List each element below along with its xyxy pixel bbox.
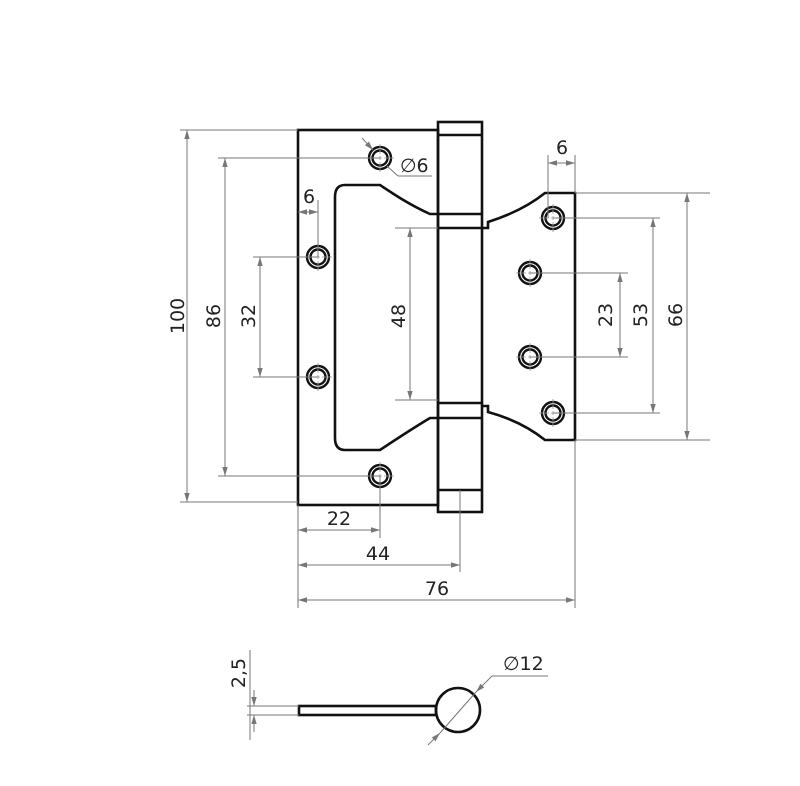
dim-hole-diameter: ∅6 (400, 155, 429, 177)
knuckle (436, 120, 484, 514)
dim-inner-hole-spacing-left: 32 (238, 304, 260, 328)
right-leaf (482, 191, 577, 442)
dim-thickness: 2,5 (228, 658, 250, 688)
screw-holes (304, 144, 567, 490)
dim-overall-width: 76 (425, 578, 449, 600)
dim-right-leaf-height: 66 (665, 303, 687, 327)
left-leaf (296, 128, 440, 507)
dim-overall-height: 100 (167, 298, 189, 334)
dim-knuckle-diameter: ∅12 (503, 653, 544, 675)
dim-hole-edge-right: 6 (556, 137, 568, 159)
dimension-lines (180, 129, 710, 608)
dim-knuckle-middle: 48 (388, 304, 410, 328)
side-view (247, 650, 548, 746)
dim-hole-offset-width: 22 (327, 508, 351, 530)
dim-outer-hole-spacing-right: 53 (630, 303, 652, 327)
dim-knuckle-axis-width: 44 (366, 543, 390, 565)
dim-inner-hole-spacing-right: 23 (595, 303, 617, 327)
dim-hole-edge-left: 6 (303, 186, 315, 208)
dim-outer-hole-spacing: 86 (203, 304, 225, 328)
